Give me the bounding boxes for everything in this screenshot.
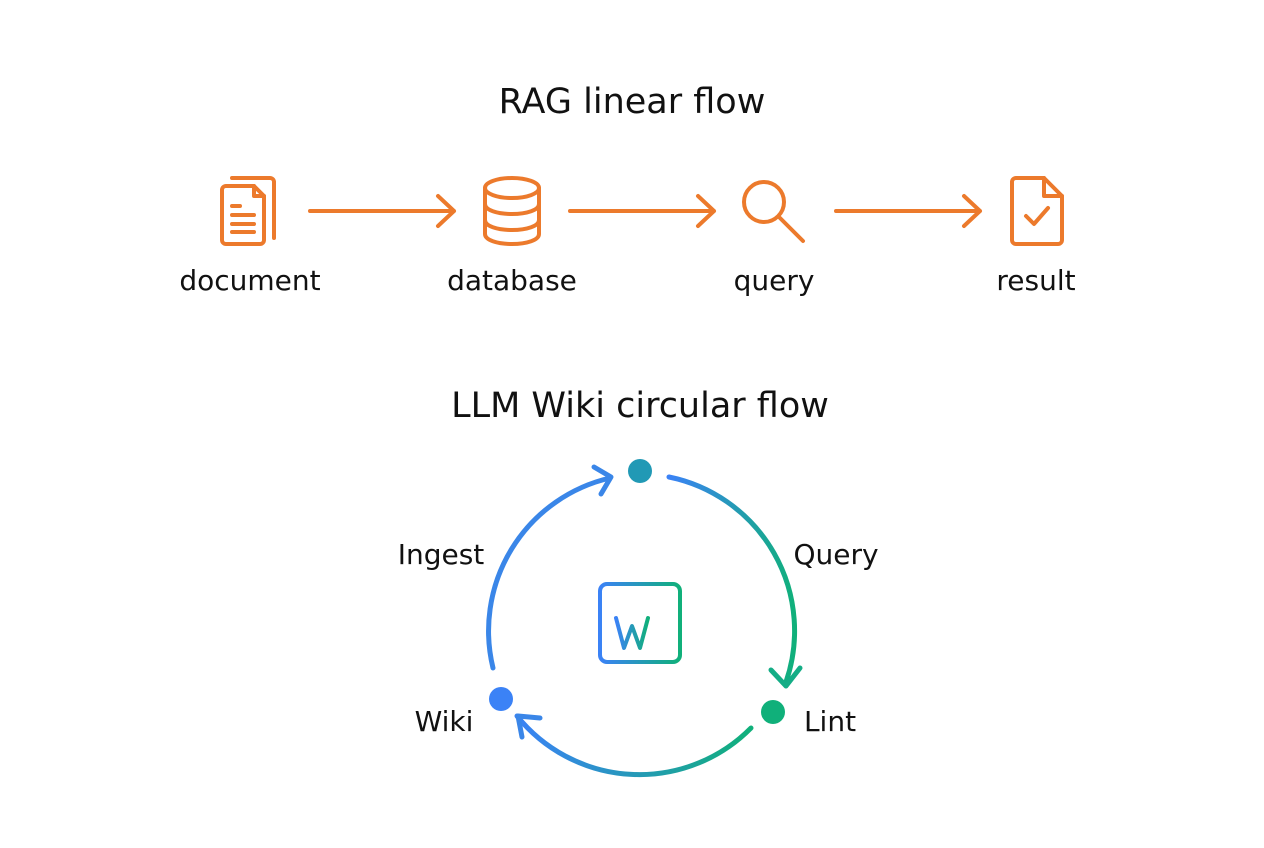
label-lint: Lint (803, 705, 857, 738)
arc-lint (514, 713, 754, 778)
label-wiki: Wiki (414, 705, 474, 738)
wiki-title: LLM Wiki circular flow (451, 386, 829, 426)
rag-title: RAG linear flow (498, 82, 766, 122)
arrow-1 (308, 194, 456, 228)
database-icon (483, 176, 541, 246)
arrow-head-query (768, 665, 803, 689)
arrow-head-lint (515, 713, 543, 740)
file-check-icon (1010, 176, 1064, 246)
step-label-result: result (996, 264, 1076, 297)
arc-query (666, 474, 798, 685)
label-query: Query (793, 538, 879, 571)
arc-ingest (486, 475, 613, 671)
arrow-3 (834, 194, 982, 228)
node-top (628, 459, 652, 483)
node-wiki (489, 687, 513, 711)
label-ingest: Ingest (397, 538, 485, 571)
search-icon (742, 180, 805, 243)
arrow-head-ingest (591, 464, 614, 497)
wiki-window-icon (598, 582, 682, 664)
arrow-2 (568, 194, 716, 228)
documents-icon (220, 176, 276, 246)
step-label-document: document (179, 264, 321, 297)
node-lint (761, 700, 785, 724)
step-label-database: database (447, 264, 577, 297)
step-label-query: query (733, 264, 815, 297)
